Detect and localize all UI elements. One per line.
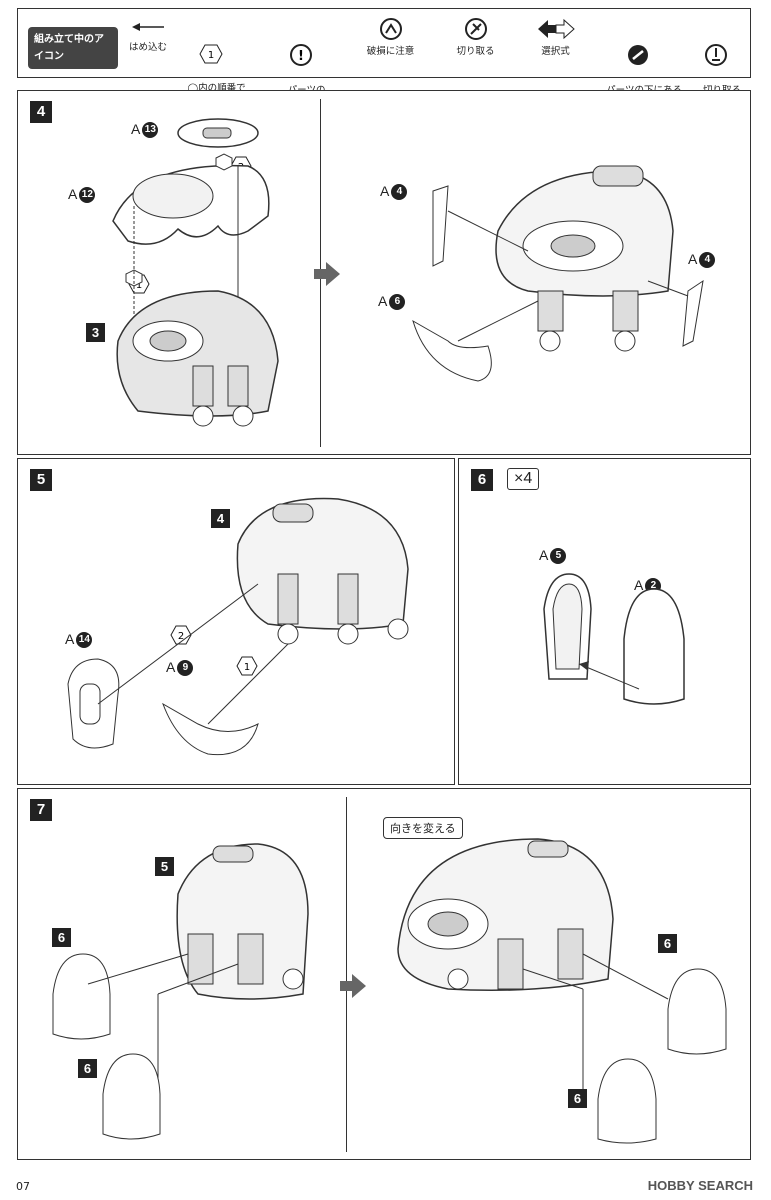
body-assembly-drawing	[412, 165, 704, 382]
step-number: 5	[30, 469, 52, 491]
step6-drawing	[543, 573, 685, 705]
step-number: 6	[471, 469, 493, 491]
legend-label: はめ込む	[128, 42, 167, 53]
step5-drawing	[67, 497, 409, 756]
hexagon-icon: 2	[170, 625, 192, 645]
step-number: 7	[30, 799, 52, 821]
cut-icon	[464, 18, 487, 40]
ref-step-3: 3	[86, 323, 105, 342]
step-arrow-body	[314, 269, 326, 279]
legend-item-choice: 選択式	[518, 17, 593, 58]
step-7-panel: 7 5 6 6 6 6 向きを変える	[17, 788, 751, 1160]
rotate-callout: 向きを変える	[383, 817, 463, 839]
arrow-left-icon	[132, 23, 164, 31]
ref-step-5: 5	[155, 857, 174, 876]
legend-item-cut: 切り取る	[438, 17, 513, 58]
choice-arrows-icon	[537, 18, 575, 40]
watermark-brand: HOBBY SEARCH	[647, 1178, 753, 1193]
step7-right-drawing	[397, 838, 727, 1144]
ref-step-6: 6	[52, 928, 71, 947]
cut-position-icon	[705, 44, 727, 66]
legend-title: 組み立て中のアイコン	[28, 27, 118, 69]
step-arrow-icon	[326, 262, 340, 286]
ref-step-6: 6	[658, 934, 677, 953]
order-hex-2: 2	[170, 625, 192, 648]
page-number: 07	[16, 1180, 30, 1193]
hexagon-number-icon: 1	[198, 44, 223, 64]
svg-text:2: 2	[178, 631, 184, 642]
hexagon-icon: 1	[236, 656, 258, 676]
ref-step-6: 6	[568, 1089, 587, 1108]
step-4-panel: 4 A13 A12 1 2 3 A4 A4 A6	[17, 90, 751, 455]
ref-step-6: 6	[78, 1059, 97, 1078]
legend-label: 破損に注意	[366, 46, 415, 57]
legend-label: 切り取る	[456, 46, 495, 57]
svg-text:1: 1	[136, 280, 142, 291]
svg-text:!: !	[298, 49, 304, 64]
step-arrow-body	[340, 981, 352, 991]
legend-label: 選択式	[541, 46, 570, 57]
panel-divider	[346, 797, 347, 1152]
step7-left-drawing	[52, 843, 309, 1140]
quantity-badge: ×4	[507, 468, 540, 490]
icon-legend: 組み立て中のアイコン はめ込む 1 ◯内の順番で 組み立てる ! パーツの 向き…	[17, 8, 751, 109]
step-number: 4	[30, 101, 52, 123]
legend-item-snap: はめ込む	[118, 17, 178, 54]
order-hex-1: 1	[236, 656, 258, 679]
svg-text:1: 1	[244, 662, 250, 673]
hex-number: 1	[207, 50, 213, 61]
step-arrow-icon	[352, 974, 366, 998]
gate-cut-icon	[628, 45, 648, 65]
ref-step-4: 4	[211, 509, 230, 528]
exclamation-icon: !	[289, 44, 312, 66]
legend-item-break: 破損に注意	[353, 17, 428, 58]
head-assembly-drawing	[112, 118, 279, 427]
break-warning-icon	[379, 18, 402, 40]
